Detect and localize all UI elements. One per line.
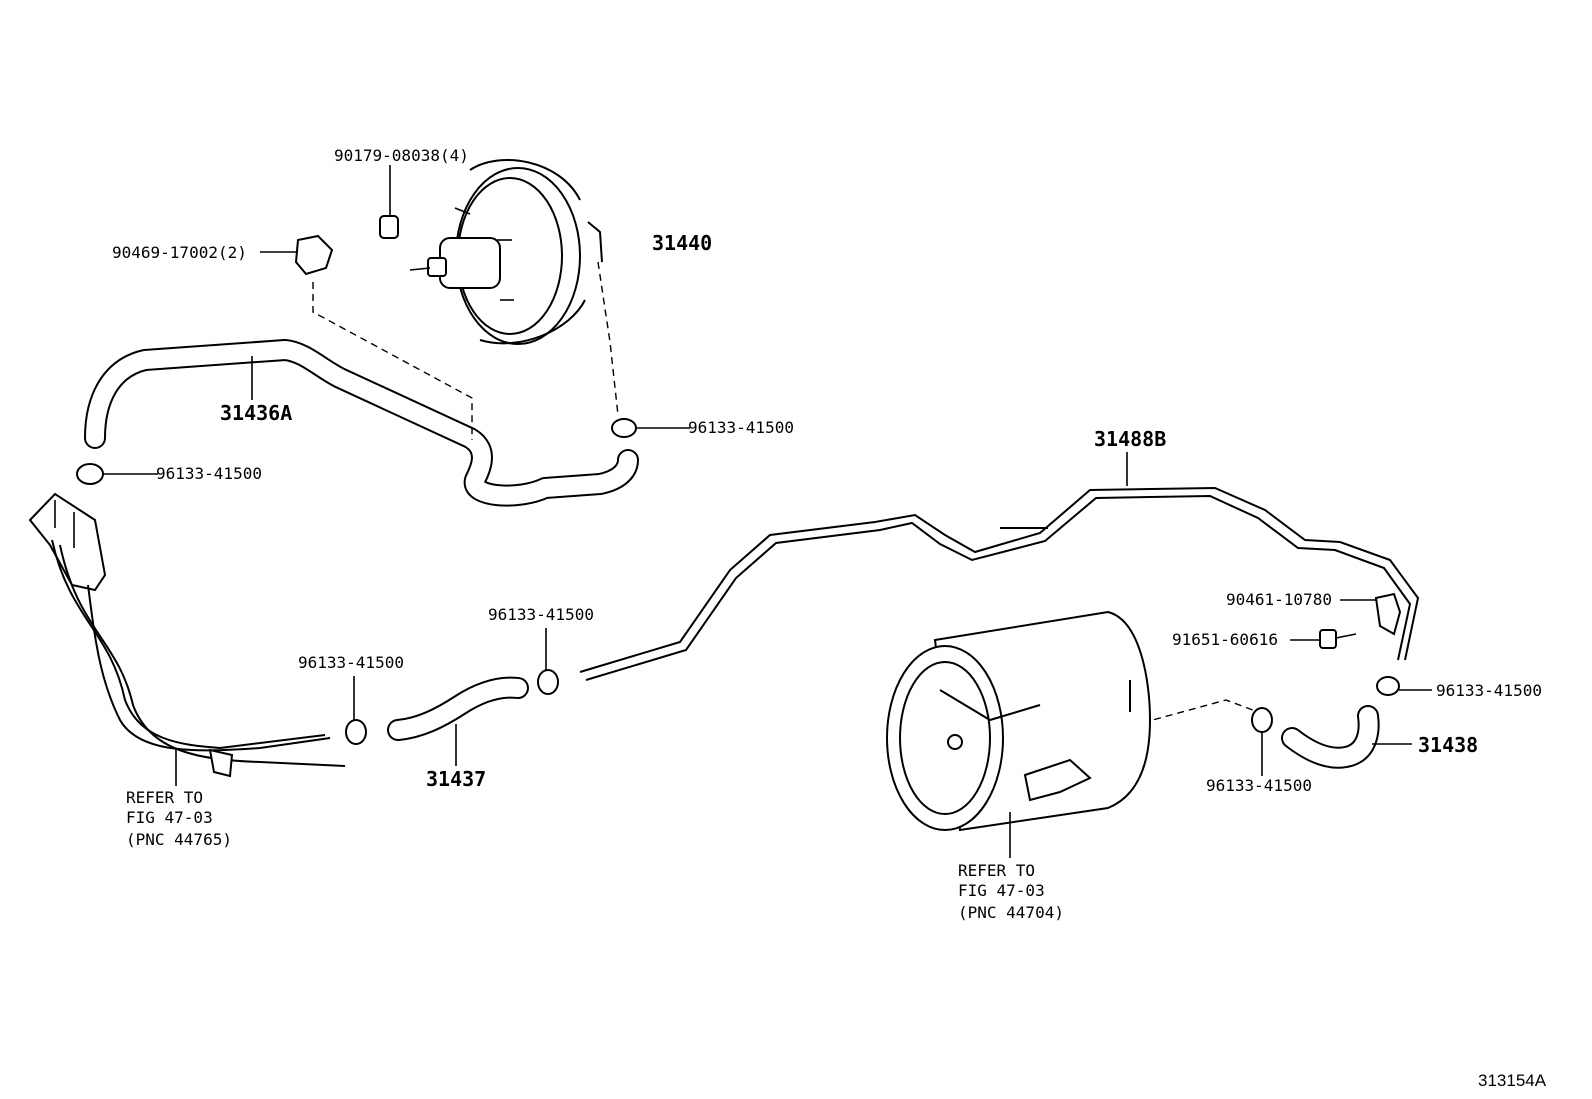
label-hose-31437: 31437 bbox=[426, 767, 486, 791]
label-clamp-90461: 90461-10780 bbox=[1226, 590, 1332, 609]
label-clamp-c: 96133-41500 bbox=[488, 605, 594, 624]
guide-line-clip bbox=[312, 282, 473, 440]
clamp-90461 bbox=[1340, 592, 1402, 636]
ref-right-line2: FIG 47-03 bbox=[958, 881, 1045, 900]
hose-31438 bbox=[1281, 705, 1412, 769]
label-clamp-a: 96133-41500 bbox=[688, 418, 794, 437]
clamp-31437-left bbox=[345, 676, 367, 745]
tube-31488b bbox=[579, 452, 1420, 681]
brake-booster bbox=[409, 159, 603, 345]
label-bolt-91651: 91651-60616 bbox=[1172, 630, 1278, 649]
label-clamp-f: 96133-41500 bbox=[1206, 776, 1312, 795]
bolt-91651 bbox=[1290, 629, 1357, 649]
guide-line-booster bbox=[597, 261, 619, 416]
ref-left-line3: (PNC 44765) bbox=[126, 830, 232, 849]
label-clip: 90469-17002(2) bbox=[112, 243, 247, 262]
ref-right-line1: REFER TO bbox=[958, 861, 1035, 880]
ref-right-line3: (PNC 44704) bbox=[958, 903, 1064, 922]
ref-left-line2: FIG 47-03 bbox=[126, 808, 213, 827]
label-hose-31438: 31438 bbox=[1418, 733, 1478, 757]
hose-31437 bbox=[387, 676, 529, 766]
nut-part bbox=[379, 165, 399, 239]
label-tube-31488b: 31488B bbox=[1094, 427, 1166, 451]
label-hose-31436a: 31436A bbox=[220, 401, 292, 425]
clamp-bottom-right bbox=[1251, 707, 1273, 776]
clamp-near-booster bbox=[611, 418, 690, 438]
left-bracket-tubes bbox=[28, 492, 346, 786]
clip-part bbox=[260, 234, 334, 276]
label-clamp-b: 96133-41500 bbox=[156, 464, 262, 483]
ref-left-line1: REFER TO bbox=[126, 788, 203, 807]
figure-code: 313154A bbox=[1478, 1071, 1547, 1090]
clamp-right bbox=[1376, 676, 1432, 696]
label-clamp-e: 96133-41500 bbox=[1436, 681, 1542, 700]
label-booster: 31440 bbox=[652, 231, 712, 255]
clamp-31437-right bbox=[537, 628, 559, 695]
label-nut: 90179-08038(4) bbox=[334, 146, 469, 165]
label-clamp-d: 96133-41500 bbox=[298, 653, 404, 672]
hose-31436a bbox=[84, 339, 639, 507]
clamp-left-top bbox=[76, 463, 158, 485]
charcoal-canister bbox=[886, 610, 1152, 858]
